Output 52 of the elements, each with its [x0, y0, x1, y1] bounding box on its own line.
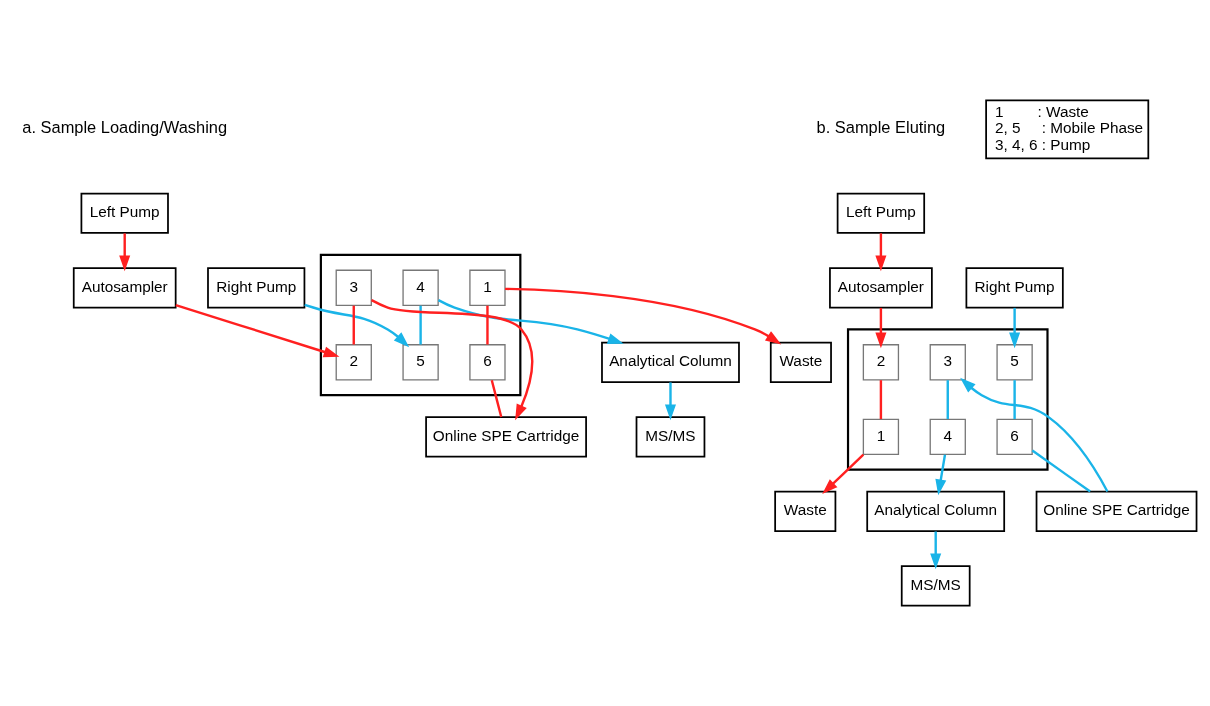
- node-box: 4: [402, 269, 439, 306]
- label: b. Sample Eluting: [816, 118, 946, 137]
- connector: [490, 379, 503, 418]
- node-box: Autosampler: [72, 267, 177, 309]
- node-box: 2: [335, 344, 372, 381]
- node-box: 1: [862, 418, 900, 456]
- arrow: [304, 303, 410, 348]
- node-box: Analytical Column: [601, 341, 740, 383]
- node-box: 5: [996, 344, 1033, 381]
- node-box: Waste: [774, 490, 837, 532]
- node-box: Waste: [769, 341, 832, 383]
- arrow: [1009, 307, 1021, 349]
- arrow: [664, 382, 676, 421]
- node-box: Right Pump: [207, 267, 306, 309]
- node-box: 3: [929, 344, 966, 381]
- arrow: [437, 299, 624, 344]
- arrow: [875, 233, 887, 272]
- connector: [946, 380, 949, 420]
- node-box: 6: [996, 418, 1033, 456]
- node-box: 6: [469, 344, 506, 381]
- arrow: [875, 307, 887, 349]
- arrow: [371, 299, 534, 421]
- node-box: Left Pump: [80, 192, 169, 234]
- arrow: [505, 287, 782, 345]
- connector: [419, 305, 422, 345]
- arrow: [175, 303, 340, 358]
- node-box: MS/MS: [635, 416, 706, 458]
- arrow: [960, 377, 1109, 493]
- arrow: [930, 531, 942, 570]
- node-box: Online SPE Cartridge: [1035, 490, 1198, 532]
- connector: [352, 305, 355, 345]
- arrow: [822, 453, 865, 495]
- cluster: [846, 328, 1049, 471]
- node-box: Autosampler: [829, 267, 933, 309]
- connector: [879, 380, 883, 420]
- node-box: 1 : Waste 2, 5 : Mobile Phase 3, 4, 6 : Pump: [985, 99, 1150, 160]
- label: a. Sample Loading/Washing: [22, 118, 228, 137]
- connector: [1013, 380, 1016, 420]
- connector: [1031, 449, 1091, 493]
- node-box: Online SPE Cartridge: [425, 416, 587, 458]
- node-box: 4: [929, 418, 966, 456]
- node-box: 2: [862, 344, 900, 381]
- node-box: Right Pump: [965, 267, 1064, 309]
- arrow: [935, 454, 947, 496]
- node-box: Left Pump: [836, 192, 926, 234]
- arrow: [119, 233, 131, 272]
- node-box: Analytical Column: [866, 490, 1006, 532]
- node-box: 1: [469, 269, 506, 306]
- node-box: 5: [402, 344, 439, 381]
- node-box: MS/MS: [900, 565, 971, 607]
- connector: [486, 305, 489, 345]
- node-box: 3: [335, 269, 372, 306]
